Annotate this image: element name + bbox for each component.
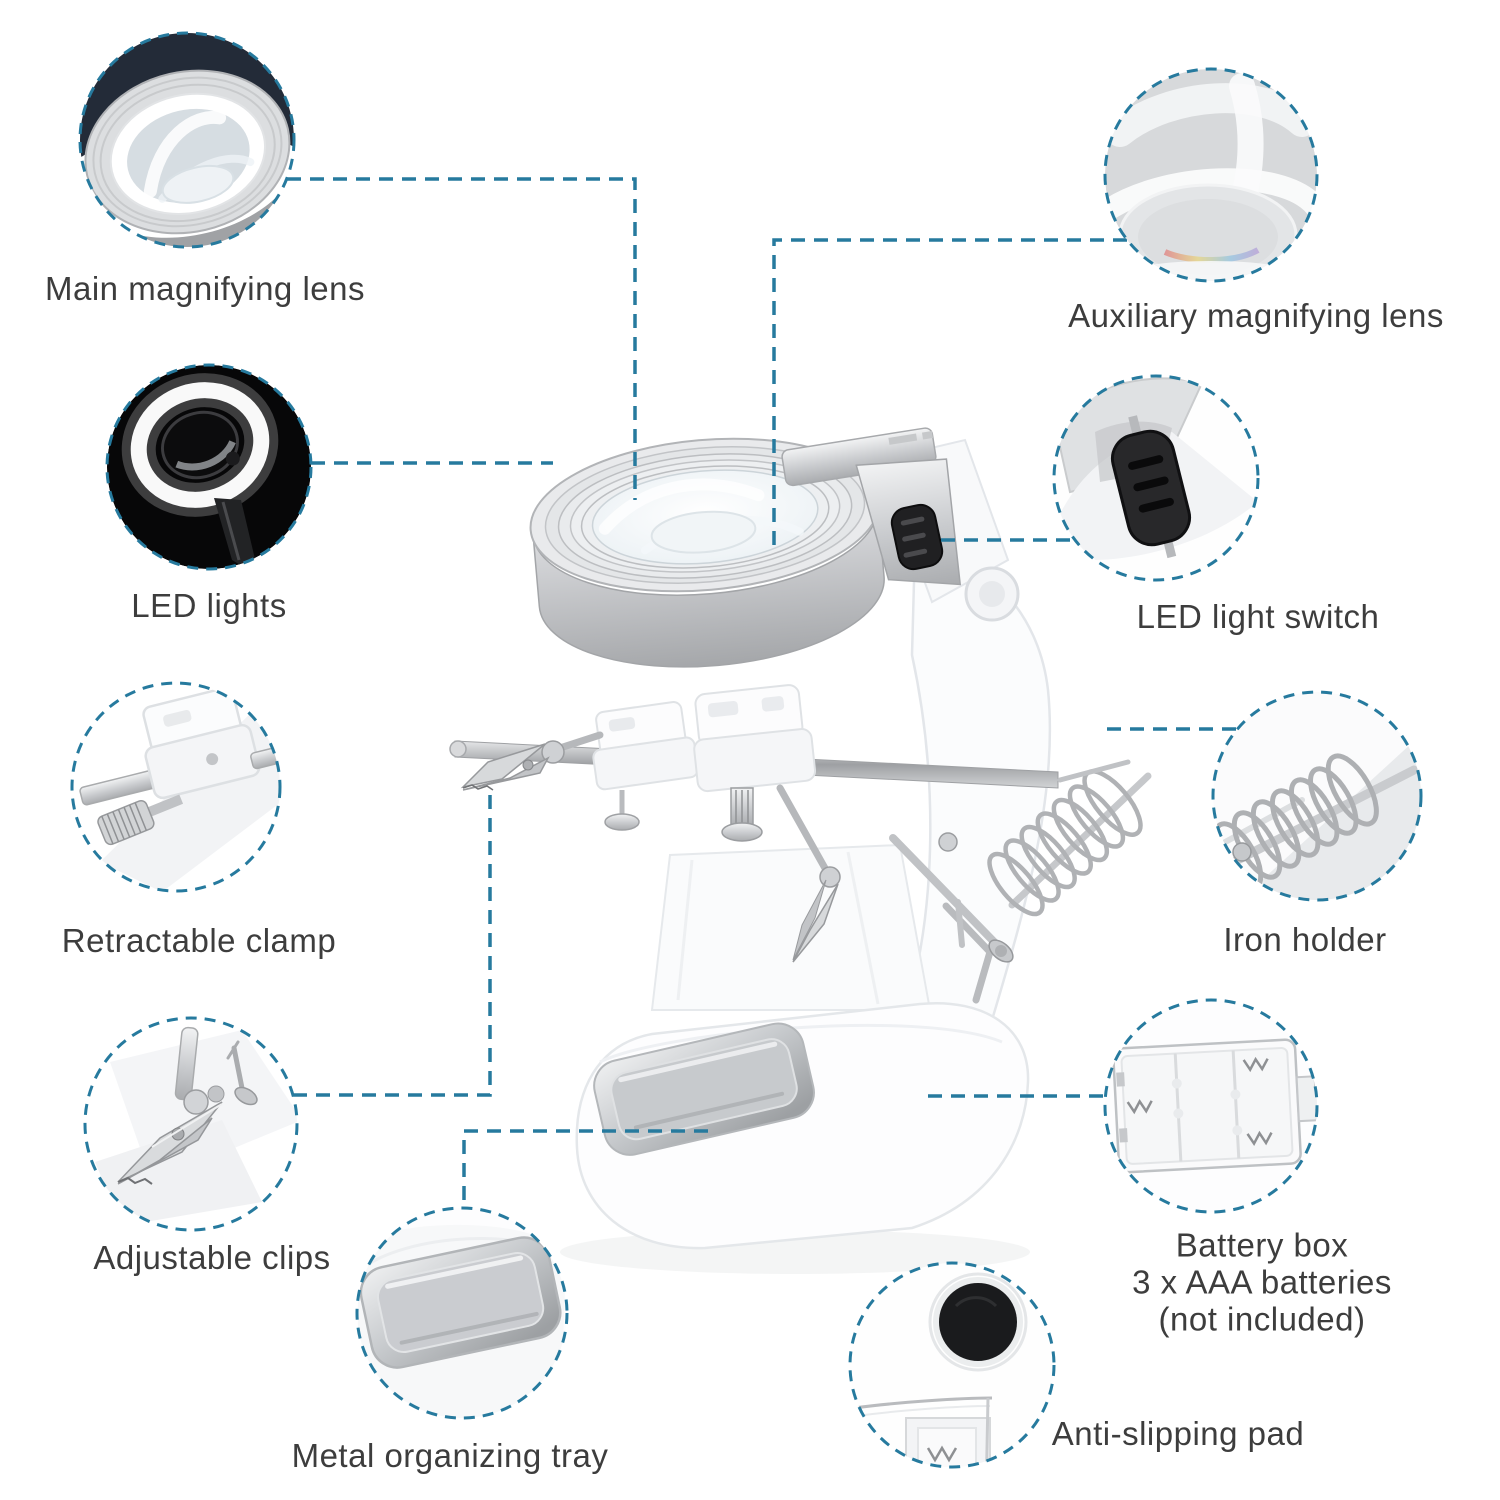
product-photo xyxy=(449,427,1152,1274)
label-auxiliary-magnifying-lens: Auxiliary magnifying lens xyxy=(1068,297,1444,334)
stand-column xyxy=(650,843,932,1011)
left-alligator-clip xyxy=(460,731,604,791)
label-adjustable-clips: Adjustable clips xyxy=(93,1239,331,1276)
center-clamp xyxy=(693,684,817,793)
callout-photo-battery-box xyxy=(1105,1000,1317,1212)
callout-ring-main-magnifying-lens xyxy=(78,31,296,249)
label-battery-box-line2: 3 x AAA batteries xyxy=(1132,1263,1392,1301)
callout-photo-auxiliary-magnifying-lens xyxy=(1105,69,1317,281)
label-iron-holder: Iron holder xyxy=(1223,921,1387,958)
label-battery-box-line3: (not included) xyxy=(1158,1300,1366,1338)
magnifier-head xyxy=(529,427,962,668)
callout-photo-retractable-clamp xyxy=(72,683,280,891)
label-anti-slipping-pad: Anti-slipping pad xyxy=(1051,1415,1305,1452)
label-main-magnifying-lens: Main magnifying lens xyxy=(45,270,365,307)
label-metal-organizing-tray: Metal organizing tray xyxy=(291,1437,609,1474)
callout-ring-adjustable-clips xyxy=(83,1016,299,1232)
connector-auxiliary-magnifying-lens xyxy=(772,238,1127,552)
connector-metal-organizing-tray xyxy=(462,1129,708,1206)
crossbar-assembly xyxy=(449,684,1059,963)
auxiliary-lens-glass xyxy=(650,510,757,554)
callout-photo-adjustable-clips xyxy=(85,1018,297,1230)
label-battery-box: Battery box 3 x AAA batteries (not inclu… xyxy=(1132,1227,1392,1338)
left-clamp xyxy=(592,701,699,791)
lower-alligator-clip xyxy=(776,784,841,963)
connector-main-magnifying-lens xyxy=(287,177,637,500)
callout-photo-led-light-switch xyxy=(1054,376,1258,580)
callout-ring-metal-organizing-tray xyxy=(355,1206,569,1420)
label-led-light-switch: LED light switch xyxy=(1136,598,1380,635)
callout-photo-metal-organizing-tray xyxy=(357,1208,567,1418)
callout-photo-led-lights xyxy=(107,365,311,569)
callout-photo-main-magnifying-lens xyxy=(80,33,294,247)
callout-ring-auxiliary-magnifying-lens xyxy=(1103,67,1319,283)
callout-ring-led-light-switch xyxy=(1052,374,1260,582)
label-battery-box-line1: Battery box xyxy=(1175,1226,1349,1264)
iron-holder-spring xyxy=(889,759,1152,1004)
product-base xyxy=(575,1002,1030,1250)
callout-ring-retractable-clamp xyxy=(70,681,282,893)
callout-ring-battery-box xyxy=(1103,998,1319,1214)
led-switch-on-product xyxy=(890,503,944,571)
callout-ring-led-lights xyxy=(105,363,313,571)
product-tray xyxy=(593,1022,815,1156)
callout-ring-anti-slipping-pad xyxy=(848,1261,1056,1469)
label-led-lights: LED lights xyxy=(131,587,287,624)
connector-adjustable-clips xyxy=(293,792,492,1097)
connector-lines xyxy=(287,177,1236,1206)
callout-photo-anti-slipping-pad xyxy=(850,1263,1054,1467)
callout-ring-iron-holder xyxy=(1211,690,1423,902)
label-retractable-clamp: Retractable clamp xyxy=(61,922,337,959)
